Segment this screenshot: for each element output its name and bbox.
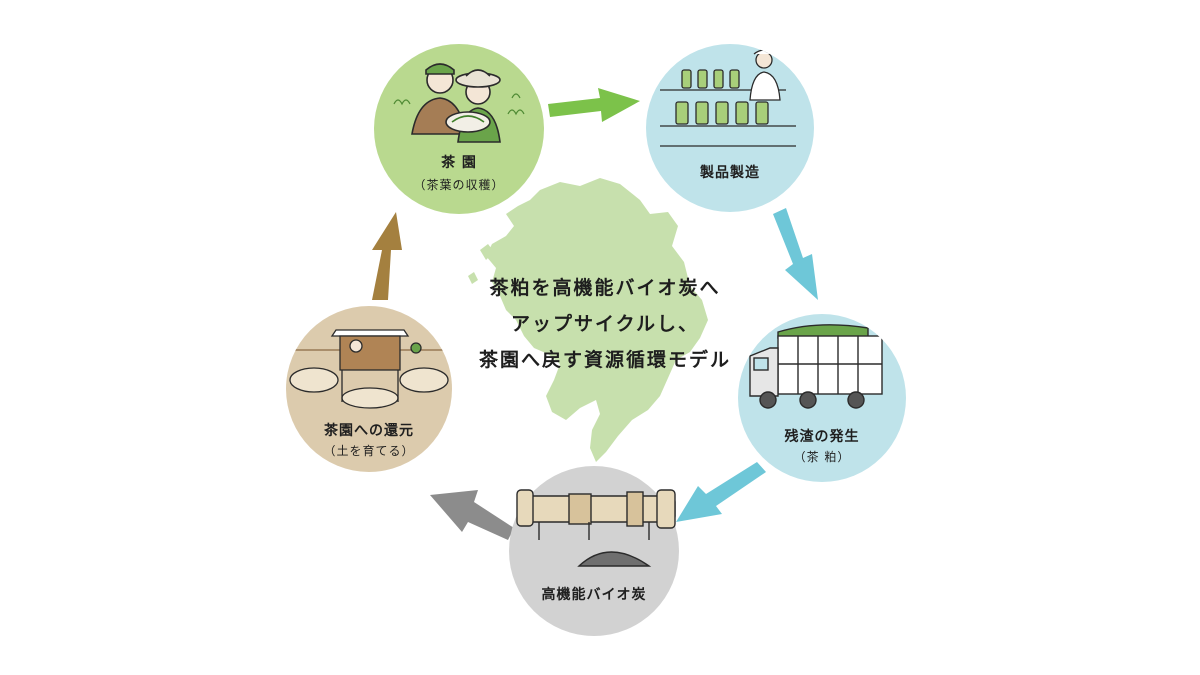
- kiln-illustration: [516, 489, 676, 567]
- center-title-line-1: 茶粕を高機能バイオ炭へ: [489, 277, 721, 299]
- tractor-illustration: [289, 329, 449, 409]
- stage-label: 高機能バイオ炭: [541, 587, 647, 603]
- stage-residue: 残渣の発生 （茶 粕）: [738, 314, 906, 482]
- arrow-blue-1: [773, 208, 818, 300]
- stage-label: 茶 園: [441, 155, 477, 171]
- center-title-line-2: アップサイクルし、: [510, 313, 700, 335]
- arrow-green: [548, 88, 640, 122]
- stage-biochar: 高機能バイオ炭: [509, 466, 679, 636]
- stage-label: 製品製造: [700, 165, 760, 181]
- arrow-brown: [372, 212, 402, 300]
- stage-return-to-field: 茶園への還元 （土を育てる）: [286, 306, 452, 472]
- arrow-blue-2: [676, 462, 766, 522]
- center-title: 茶粕を高機能バイオ炭へ アップサイクルし、 茶園へ戻す資源循環モデル: [470, 270, 740, 378]
- stage-manufacturing: 製品製造: [646, 44, 814, 212]
- stage-sublabel: （茶 粕）: [793, 450, 851, 464]
- factory-illustration: [660, 49, 796, 147]
- truck-illustration: [749, 324, 883, 409]
- stage-label: 残渣の発生: [784, 429, 860, 445]
- farmers-illustration: [393, 63, 525, 143]
- center-title-line-3: 茶園へ戻す資源循環モデル: [478, 349, 731, 371]
- stage-tea-field: 茶 園 （茶葉の収穫）: [374, 44, 544, 214]
- arrow-gray: [430, 490, 514, 540]
- stage-sublabel: （土を育てる）: [323, 444, 415, 458]
- stage-sublabel: （茶葉の収穫）: [413, 178, 505, 192]
- stage-label: 茶園への還元: [324, 423, 414, 439]
